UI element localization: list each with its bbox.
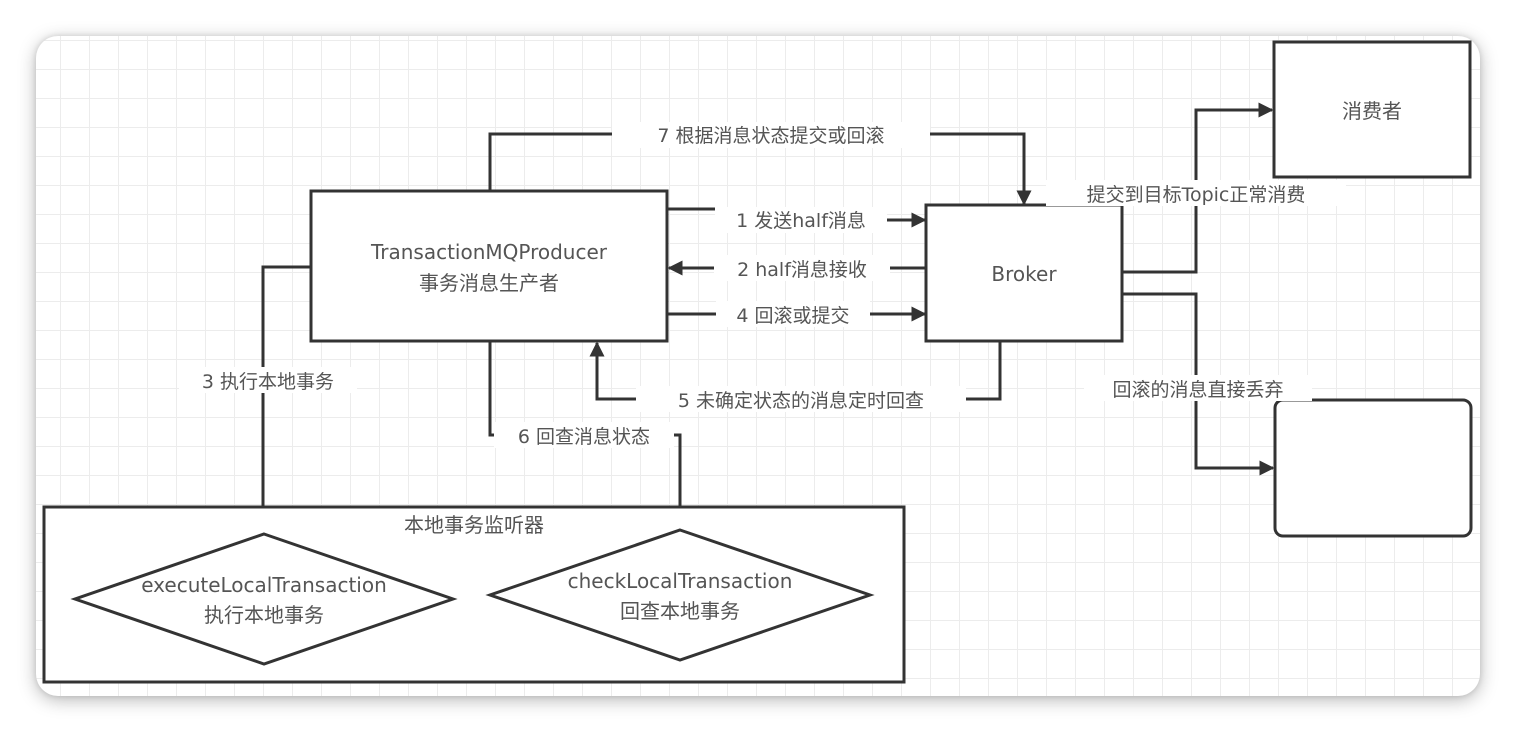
check-local-transaction-node[interactable]: checkLocalTransaction 回查本地事务 (485, 528, 875, 662)
edge-label-2: 2 half消息接收 (714, 255, 890, 281)
edge-label-commit: 提交到目标Topic正常消费 (1046, 180, 1346, 206)
discard-box[interactable] (1273, 398, 1473, 538)
svg-text:2 half消息接收: 2 half消息接收 (737, 259, 867, 281)
svg-text:4 回滚或提交: 4 回滚或提交 (736, 305, 849, 327)
producer-label-zh: 事务消息生产者 (419, 271, 559, 295)
execute-diamond[interactable] (70, 532, 458, 666)
broker-box[interactable] (924, 203, 1124, 343)
check-label-en: checkLocalTransaction (568, 569, 793, 593)
svg-text:5 未确定状态的消息定时回查: 5 未确定状态的消息定时回查 (678, 390, 924, 412)
edge-label-4: 4 回滚或提交 (716, 301, 870, 327)
broker-label: Broker (991, 262, 1057, 286)
svg-text:3 执行本地事务: 3 执行本地事务 (202, 371, 334, 393)
edge-label-6: 6 回查消息状态 (494, 422, 674, 448)
edge-label-7: 7 根据消息状态提交或回滚 (612, 122, 930, 148)
consumer-box[interactable] (1272, 40, 1472, 179)
edge-label-3: 3 执行本地事务 (179, 367, 357, 393)
check-label-zh: 回查本地事务 (620, 599, 740, 623)
edge-label-5: 5 未确定状态的消息定时回查 (636, 386, 966, 412)
svg-text:1 发送half消息: 1 发送half消息 (736, 210, 866, 232)
svg-text:回滚的消息直接丢弃: 回滚的消息直接丢弃 (1112, 379, 1283, 401)
execute-label-zh: 执行本地事务 (204, 603, 324, 627)
execute-local-transaction-node[interactable]: executeLocalTransaction 执行本地事务 (70, 532, 458, 666)
edge-3-execute-local[interactable] (255, 265, 311, 534)
producer-label-en: TransactionMQProducer (370, 240, 608, 264)
execute-label-en: executeLocalTransaction (141, 573, 387, 597)
listener-title: 本地事务监听器 (404, 513, 544, 537)
consumer-label: 消费者 (1342, 99, 1402, 123)
edge-label-1: 1 发送half消息 (715, 207, 887, 233)
check-diamond[interactable] (485, 528, 875, 662)
producer-box[interactable] (309, 189, 669, 343)
consumer-node[interactable]: 消费者 (1272, 40, 1472, 179)
svg-text:提交到目标Topic正常消费: 提交到目标Topic正常消费 (1087, 184, 1306, 206)
discard-node[interactable] (1273, 398, 1473, 538)
broker-node[interactable]: Broker (924, 203, 1124, 343)
producer-node[interactable]: TransactionMQProducer 事务消息生产者 (309, 189, 669, 343)
svg-text:7 根据消息状态提交或回滚: 7 根据消息状态提交或回滚 (657, 125, 884, 147)
edge-label-rollback: 回滚的消息直接丢弃 (1084, 375, 1312, 401)
svg-text:6 回查消息状态: 6 回查消息状态 (518, 426, 650, 448)
